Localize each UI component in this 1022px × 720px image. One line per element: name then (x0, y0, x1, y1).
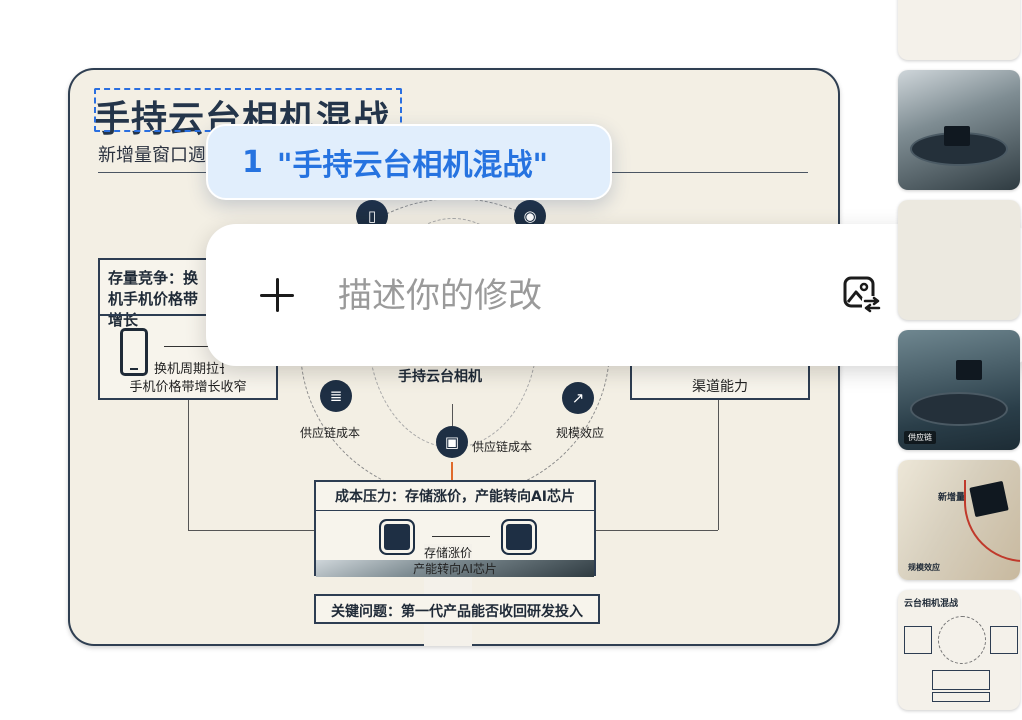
slide-thumbnail-2[interactable] (898, 70, 1020, 190)
replacement-cycle-label: 换机周期拉长 (154, 362, 224, 377)
thumb-box (932, 670, 990, 690)
growth-chart-node-icon: ↗ (562, 382, 594, 414)
thumb-ring (938, 616, 986, 664)
connector-right-horizontal (596, 530, 718, 531)
key-question-text: 关键问题：第一代产品能否收回研发投入 (331, 604, 583, 620)
supply-cost-label-left: 供应链成本 (300, 426, 361, 440)
thumb-box (990, 626, 1018, 654)
box-divider (316, 510, 594, 511)
slide-thumbnail-5[interactable]: 新增量 规模效应 (898, 460, 1020, 580)
chip-node-icon: ▣ (436, 426, 468, 458)
stock-competition-heading: 存量竞争：换机手机价格带增长 (108, 269, 199, 329)
image-swap-icon (843, 276, 882, 313)
selected-element-chip[interactable]: 1 "手持云台相机混战" (206, 124, 612, 200)
edit-prompt-bar (206, 224, 1022, 366)
connector-left-vertical (188, 400, 189, 530)
key-question-box: 关键问题：第一代产品能否收回研发投入 (314, 594, 600, 624)
slide-subtitle: 新增量窗口週 (98, 145, 206, 166)
cost-pressure-box: 成本压力：存储涨价，产能转向AI芯片 存储涨价 产能转向AI芯片 (314, 480, 596, 646)
connector-left-horizontal (188, 530, 314, 531)
thumb-box (904, 626, 932, 654)
cost-pressure-heading: 成本压力：存储涨价，产能转向AI芯片 (334, 489, 576, 505)
box-divider (100, 314, 276, 316)
selection-number: 1 (242, 144, 263, 180)
thumb-box (932, 692, 990, 702)
slide-thumbnail-4[interactable]: 供应链 (898, 330, 1020, 450)
scale-effect-label: 规模效应 (556, 426, 605, 440)
connector-right-vertical (718, 400, 719, 530)
thumb-badge: 规模效应 (908, 563, 940, 572)
memory-chip-icon (384, 524, 410, 550)
thumb-table (912, 394, 1006, 424)
thumb-chip (944, 126, 970, 146)
replace-image-button[interactable] (838, 270, 886, 318)
arrow-line (432, 536, 490, 537)
orange-up-arrow (451, 462, 453, 482)
smartphone-icon (120, 328, 148, 376)
ai-capacity-label: 产能转向AI芯片 (316, 560, 594, 577)
connector-hub-vertical (452, 404, 453, 426)
slide-thumbnail-1[interactable] (898, 0, 1020, 60)
supply-cost-label-bottom: 供应链成本 (472, 440, 533, 454)
arrow-line (164, 346, 218, 347)
thumb-caption: 云台相机混战 (904, 599, 959, 609)
thumb-chip (956, 360, 982, 380)
add-attachment-button[interactable] (256, 274, 298, 316)
channel-label: 渠道能力 (692, 379, 748, 395)
edit-description-input[interactable] (336, 268, 800, 324)
thumb-caption: 新增量 (938, 493, 966, 503)
ai-chip-icon (506, 524, 532, 550)
price-band-label: 手机价格带增长收窄 (129, 380, 247, 395)
thumb-badge: 供应链 (904, 431, 936, 444)
slide-thumbnail-6[interactable]: 云台相机混战 (898, 590, 1020, 710)
hub-label: 手持云台相机 (398, 369, 482, 385)
coins-node-icon: ≣ (320, 380, 352, 412)
selection-text: "手持云台相机混战" (276, 148, 549, 183)
slide-thumbnail-3[interactable] (898, 200, 1020, 320)
